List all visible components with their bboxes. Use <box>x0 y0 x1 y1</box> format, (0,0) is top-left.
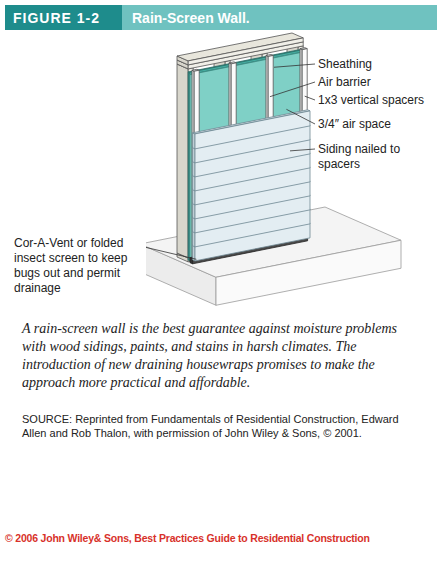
leader-line <box>270 82 315 97</box>
title-bar <box>122 5 437 30</box>
leader-line <box>274 64 315 67</box>
leader-line <box>286 109 315 124</box>
source-note-holder: SOURCE: Reprinted from Fundamentals of R… <box>22 412 422 440</box>
part-label-holder: Sheathing <box>318 57 437 72</box>
part-label: 3/4″ air space <box>318 117 437 132</box>
part-label: Air barrier <box>318 75 437 90</box>
source-note: SOURCE: Reprinted from Fundamentals of R… <box>22 412 422 440</box>
part-label: 1x3 vertical spacers <box>318 93 437 108</box>
siding-board <box>195 111 310 149</box>
figure-number-bar <box>5 5 122 30</box>
part-label-holder: 1x3 vertical spacers <box>318 93 437 108</box>
figure-caption-holder: A rain-screen wall is the best guarantee… <box>22 320 422 392</box>
copyright-note-holder: © 2006 John Wiley& Sons, Best Practices … <box>5 532 437 545</box>
leader-line <box>305 96 315 100</box>
figure-title-holder: Rain-Screen Wall. <box>122 5 437 30</box>
leader-lines <box>127 64 315 259</box>
figure-number-holder: FIGURE 1-2 <box>5 5 122 30</box>
figure-title: Rain-Screen Wall. <box>122 5 437 30</box>
part-label: Sheathing <box>318 57 437 72</box>
part-label: Siding nailed to spacers <box>318 142 437 172</box>
part-label-holder: Cor-A-Vent or folded insect screen to ke… <box>14 236 146 296</box>
part-label-holder: Siding nailed to spacers <box>318 142 437 172</box>
figure-number: FIGURE 1-2 <box>5 5 122 30</box>
stud <box>177 64 188 258</box>
copyright-note: © 2006 John Wiley& Sons, Best Practices … <box>5 532 437 545</box>
rain-screen-wall-drawing <box>140 33 401 305</box>
part-label-holder: 3/4″ air space <box>318 117 437 132</box>
part-label: Cor-A-Vent or folded insect screen to ke… <box>14 236 146 296</box>
part-label-holder: Air barrier <box>318 75 437 90</box>
leader-line <box>290 149 315 151</box>
figure-caption: A rain-screen wall is the best guarantee… <box>22 320 422 392</box>
sheathing <box>188 72 189 261</box>
